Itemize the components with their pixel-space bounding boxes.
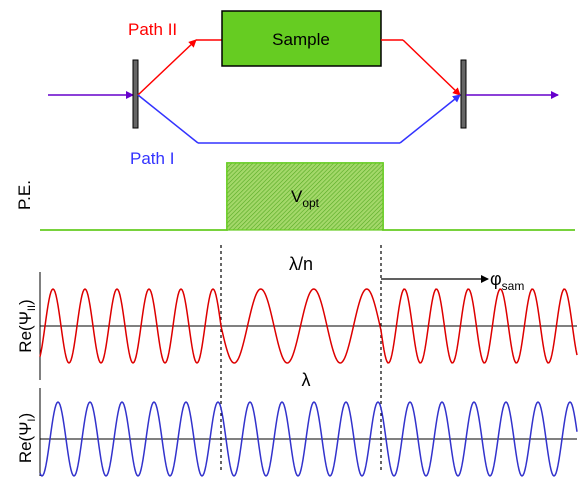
- beam-splitter-right: [460, 59, 467, 129]
- path-upper-label: Path II: [128, 20, 177, 39]
- v-opt-label: Vopt: [291, 187, 320, 210]
- path-lower-label: Path I: [130, 149, 174, 168]
- re-psi1-axis-label: Re(ΨI): [16, 413, 38, 463]
- phi-sam-label: φsam: [490, 269, 524, 293]
- lower-path-diagonal-in: [137, 94, 199, 144]
- sample-label: Sample: [272, 30, 330, 49]
- pe-axis-label: P.E.: [15, 180, 34, 210]
- lambda-over-n-label: λ/n: [289, 254, 313, 274]
- upper-path-diagonal-in: [137, 39, 197, 96]
- re-psi1-wave: [39, 401, 578, 477]
- re-psi2-axis-label: Re(ΨII): [16, 299, 38, 352]
- upper-path-diagonal-out: [402, 39, 461, 96]
- beam-splitter-left: [132, 59, 139, 129]
- potential-barrier: [226, 162, 384, 231]
- lambda-label: λ: [302, 370, 311, 390]
- lower-path-diagonal-out: [399, 94, 461, 144]
- re-psi2-wave: [39, 288, 578, 364]
- sample-box: [221, 10, 382, 67]
